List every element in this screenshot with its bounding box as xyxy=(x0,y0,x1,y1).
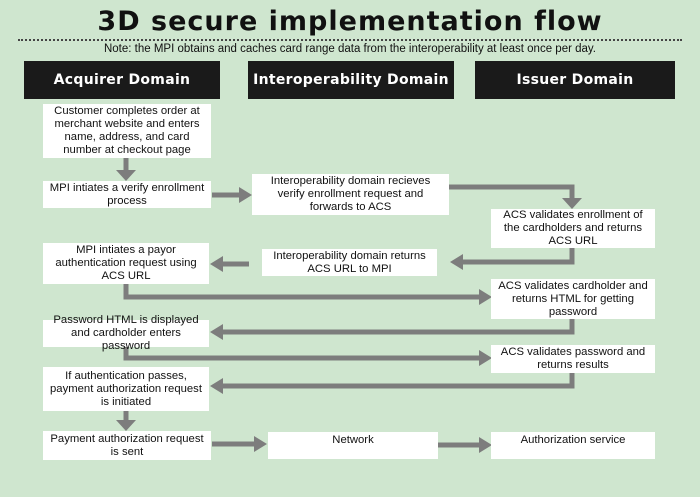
title-dotted-rule xyxy=(18,39,682,41)
arrow-acs-html-to-password xyxy=(222,319,575,335)
step-mpi-verify: MPI intiates a verify enrollment process xyxy=(43,181,211,208)
arrowhead-right-acs-validate xyxy=(479,350,492,366)
header-issuer-domain: Issuer Domain xyxy=(475,61,675,99)
step-customer-order: Customer completes order at merchant web… xyxy=(43,104,211,158)
arrowhead-down-payment xyxy=(116,420,136,431)
header-acquirer-domain: Acquirer Domain xyxy=(24,61,220,99)
step-interop-return: Interoperability domain returns ACS URL … xyxy=(262,249,437,276)
step-acs-validate-password: ACS validates password and returns resul… xyxy=(491,345,655,373)
step-acs-validate-enrollment: ACS validates enrollment of the cardhold… xyxy=(491,209,655,248)
arrow-interop-to-acs-enrollment xyxy=(449,184,575,199)
arrow-acs-results-to-auth xyxy=(222,373,575,389)
arrowhead-down-acs-enrollment xyxy=(562,198,582,209)
arrowhead-down-verify xyxy=(116,170,136,181)
header-interoperability-domain: Interoperability Domain xyxy=(248,61,454,99)
step-authorization-service: Authorization service xyxy=(491,432,655,459)
diagram-note: Note: the MPI obtains and caches card ra… xyxy=(103,43,596,55)
arrowhead-right-acs-cardholder xyxy=(479,289,492,305)
step-password-html: Password HTML is displayed and cardholde… xyxy=(43,314,209,352)
step-mpi-payor-auth: MPI intiates a payor authentication requ… xyxy=(43,243,209,284)
arrowhead-right-interop xyxy=(239,187,252,203)
step-network: Network xyxy=(268,432,438,459)
arrow-payor-to-acs-cardholder xyxy=(123,284,480,300)
diagram-title: 3D secure implementation flow xyxy=(97,6,603,37)
arrow-password-to-acs-validate xyxy=(123,347,480,361)
arrowhead-left-mpi xyxy=(210,256,223,272)
arrowhead-left-interop-return xyxy=(450,254,463,270)
step-interop-forward: Interoperability domain recieves verify … xyxy=(252,174,449,215)
step-acs-validate-cardholder: ACS validates cardholder and returns HTM… xyxy=(491,279,655,319)
arrowhead-right-authorization xyxy=(479,437,492,453)
arrowhead-right-network xyxy=(254,436,267,452)
step-auth-passes: If authentication passes, payment author… xyxy=(43,367,209,411)
arrowhead-left-auth xyxy=(210,378,223,394)
arrowhead-left-password xyxy=(210,324,223,340)
step-payment-sent: Payment authorization request is sent xyxy=(43,431,211,460)
arrow-acs-url-to-interop xyxy=(462,248,575,265)
